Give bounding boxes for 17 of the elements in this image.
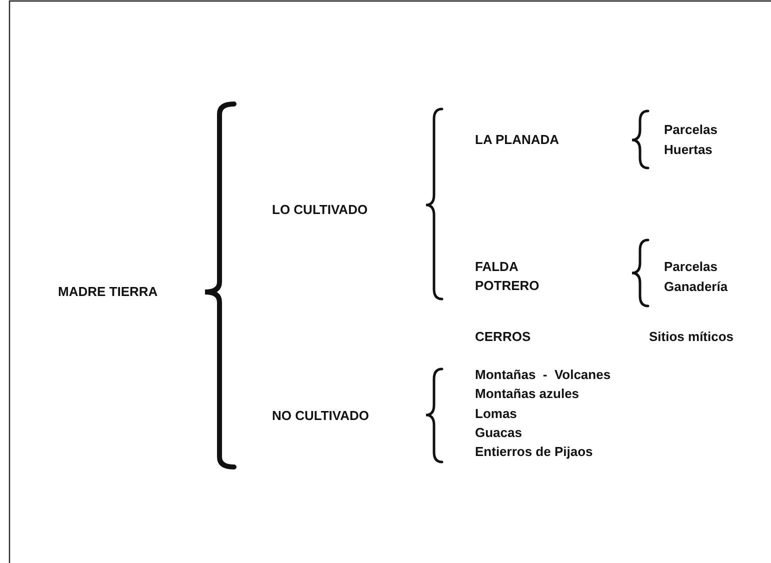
item-label: Montañas - Volcanes [475, 367, 611, 383]
item-label: Parcelas [664, 259, 718, 275]
item-label: Parcelas [664, 122, 718, 138]
item-label: Lomas [475, 406, 517, 422]
root-concept: MADRE TIERRA [58, 284, 158, 300]
item-label: Ganadería [664, 279, 728, 295]
item-label: Entierros de Pijaos [475, 444, 593, 460]
subcategory-label: POTRERO [475, 278, 540, 294]
item-label: Huertas [664, 142, 712, 158]
subcategory-label: LA PLANADA [475, 132, 560, 148]
item-label: Guacas [475, 425, 522, 441]
category-label: NO CULTIVADO [272, 408, 370, 424]
subcategory-label: CERROS [475, 329, 531, 345]
category-label: LO CULTIVADO [272, 202, 368, 218]
subcategory-label: FALDA [475, 259, 518, 275]
item-label: Montañas azules [475, 386, 580, 402]
item-label: Sitios míticos [649, 329, 734, 345]
